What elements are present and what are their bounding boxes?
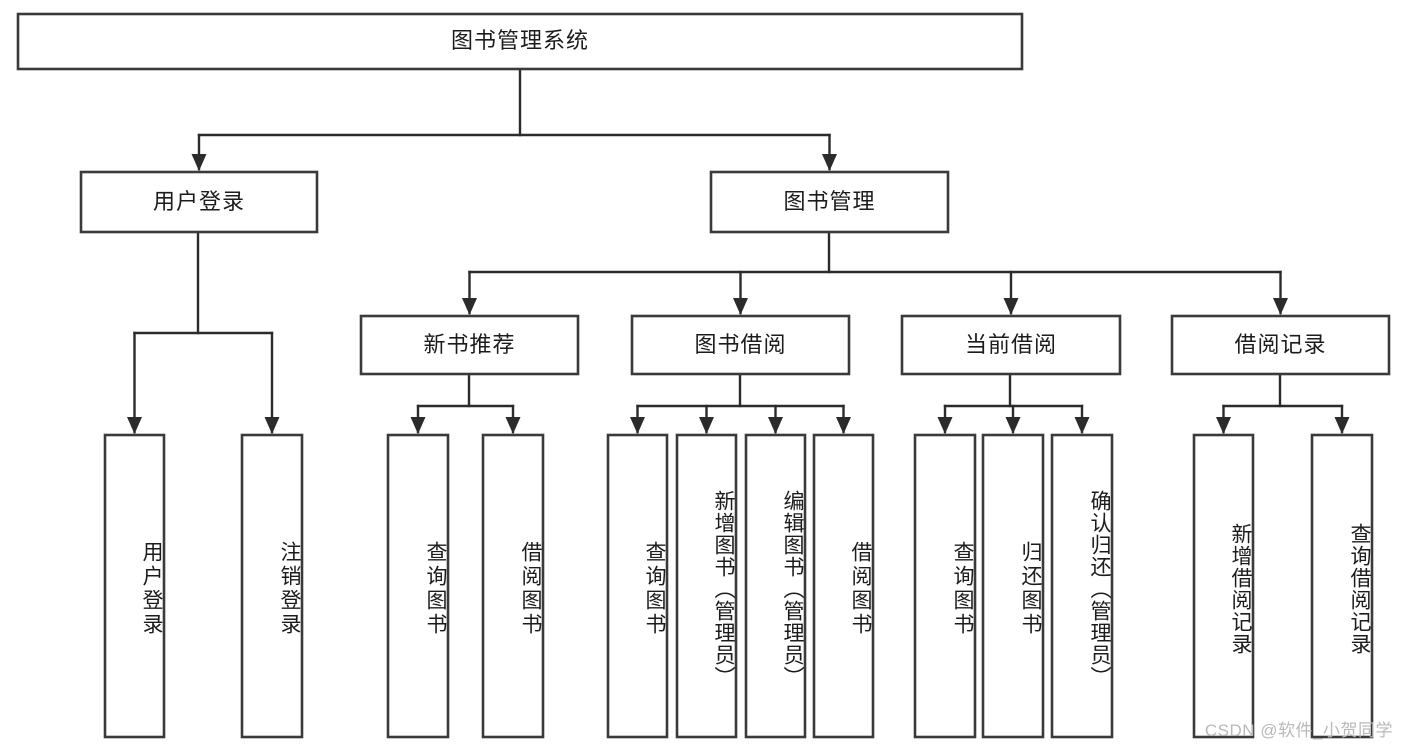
- arrow-head: [822, 154, 837, 171]
- node-box-l_bb_borrow: [812, 433, 875, 739]
- arrow-head: [937, 417, 953, 434]
- arrow-head: [768, 417, 783, 434]
- arrow-head: [462, 298, 477, 315]
- node-box-l_cb_return: [981, 433, 1045, 739]
- arrow-head: [1005, 417, 1021, 434]
- arrow-head: [505, 417, 521, 434]
- arrow-head: [699, 417, 714, 434]
- arrow-head: [127, 417, 142, 434]
- arrow-head: [1216, 417, 1231, 434]
- node-box-l_cb_confirm: [1050, 433, 1114, 739]
- arrow-head: [1273, 298, 1288, 315]
- node-box-l_rec_query: [1310, 433, 1374, 739]
- node-box-l_bb_add: [675, 433, 738, 739]
- node-box-n_book_mgmt: [709, 170, 950, 234]
- arrow-head: [1074, 417, 1090, 434]
- arrow-head: [836, 417, 851, 434]
- node-box-l_user_logout: [240, 433, 304, 739]
- node-box-l_user_login: [103, 433, 166, 739]
- node-box-root: [16, 12, 1024, 71]
- node-box-n_current: [900, 314, 1122, 376]
- watermark: CSDN @软件_小贺同学: [1204, 721, 1393, 740]
- node-box-l_cb_query: [913, 433, 977, 739]
- arrow-head: [264, 417, 280, 434]
- node-box-n_user_login: [79, 170, 319, 234]
- arrow-head: [1003, 298, 1019, 315]
- node-box-n_new_book: [359, 314, 580, 376]
- boxes-layer: [16, 12, 1391, 739]
- node-box-n_record: [1170, 314, 1391, 376]
- arrow-head: [410, 417, 426, 434]
- edges-layer: [127, 67, 1350, 434]
- node-box-l_bb_query: [606, 433, 669, 739]
- arrow-head: [1334, 417, 1350, 434]
- node-box-n_borrow: [630, 314, 851, 376]
- node-box-l_nb_query: [386, 433, 450, 739]
- arrow-head: [733, 298, 748, 315]
- node-box-l_nb_borrow: [481, 433, 545, 739]
- node-box-l_rec_add: [1192, 433, 1255, 739]
- arrow-head: [630, 417, 645, 434]
- arrow-head: [191, 154, 207, 171]
- node-box-l_bb_edit: [744, 433, 807, 739]
